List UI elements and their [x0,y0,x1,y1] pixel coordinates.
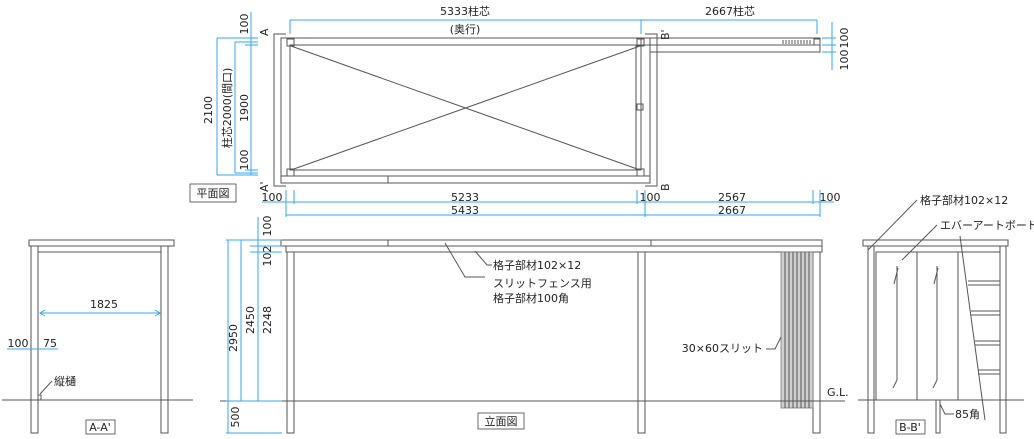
plan-extension-bottom [649,44,821,53]
elev-dim-2450: 2450 [244,306,257,334]
bb-post-label: 85角 [955,408,980,421]
section-marker-b [645,33,658,187]
aa-title-box [85,419,116,435]
plan-depth-center-dim: 5333柱芯 [440,4,490,18]
section-a2-label: A' [258,181,271,192]
bb-post-left [867,245,875,434]
aa-title: A-A' [89,421,111,434]
elev-beam [285,245,823,253]
aa-roof [28,239,175,247]
plan-left-top-dim: 100 [238,14,251,35]
plan-total-dim: 5433 [451,204,479,217]
elev-dim-2248: 2248 [261,306,274,334]
elev-title-box [477,412,525,430]
elev-slit-fence-label-1: スリットフェンス用 [493,277,592,290]
plan-depth-label: (奥行) [450,22,481,36]
plan-bottom-dim: 5233 [451,191,479,204]
elevation-view: G.L. 格子部材102×12 スリットフェンス用 格子部材100角 30×60… [220,216,849,434]
elev-title: 立面図 [485,414,518,428]
elev-dim-total: 2950 [227,324,240,352]
section-a-label: A [258,28,271,36]
plan-left-center-dim: 柱芯2000(間口) [220,68,234,149]
elev-post [812,251,821,434]
plan-right-bottom-dim: 100 [838,50,851,71]
elev-gl-label: G.L. [827,386,849,399]
bb-leader [959,235,986,421]
aa-post-right [160,245,169,434]
plan-title: 平面図 [197,187,230,200]
plan-right-top-dim: 100 [838,28,851,49]
aa-beam [34,245,169,253]
bb-board-label: エバーアートボード [940,219,1034,232]
bb-title: B-B' [899,421,921,434]
elev-slit-fence-label-2: 格子部材100角 [493,291,569,305]
plan-ext-center-dim: 2667柱芯 [705,4,755,18]
elev-slit-label: 30×60スリット [682,342,763,355]
gutter-icon [37,394,42,401]
plan-left-total-dim: 2100 [202,96,215,124]
plan-slit-hatch [782,40,811,44]
elev-post [637,251,646,434]
plan-inner-frame [289,44,642,171]
plan-brace [290,45,641,171]
plan-bottom-dim: 100 [262,191,283,204]
aa-dim-75: 75 [43,337,57,350]
aa-gutter-label: 縦樋 [54,374,76,388]
plan-view: A A' B' B 5333柱芯 (奥行) 2667柱芯 100 100 210… [189,4,851,217]
elev-post [286,251,295,434]
bb-lattice-label: 格子部材102×12 [920,193,1008,207]
plan-left-mid-dim: 1900 [238,94,251,122]
bb-roof [862,239,1009,247]
bb-post-85 [935,399,941,434]
section-bb-view: 格子部材102×12 エバーアートボード 85角 B-B' [858,193,1034,435]
elev-dim-100: 100 [261,216,274,237]
aa-width-label: 1825 [90,298,118,311]
section-aa-view: 1825 100 75 縦樋 A-A' [2,239,193,435]
plan-bottom-dim: 2567 [718,191,746,204]
plan-title-box [189,183,237,203]
elev-dim-102: 102 [261,246,274,267]
aa-post-left [30,245,39,434]
elev-lattice-label: 格子部材102×12 [493,258,581,272]
aa-dim-100: 100 [8,337,29,350]
bb-post-right [999,245,1007,434]
plan-outer-frame [280,37,651,184]
bb-lattice-rungs [968,280,1000,375]
plan-bottom-dim: 100 [820,191,841,204]
bb-title-box [895,419,926,435]
slit-fence [780,251,814,409]
section-b-label: B [659,183,672,191]
elev-dim-500: 500 [229,407,242,428]
elev-roof [280,239,823,247]
plan-bottom-dim: 100 [640,191,661,204]
plan-ext-total-dim: 2667 [718,204,746,217]
section-b2-label: B' [659,29,672,40]
plan-left-bottom-dim: 100 [238,150,251,171]
section-marker-a [273,33,286,187]
plan-posts [286,38,821,177]
